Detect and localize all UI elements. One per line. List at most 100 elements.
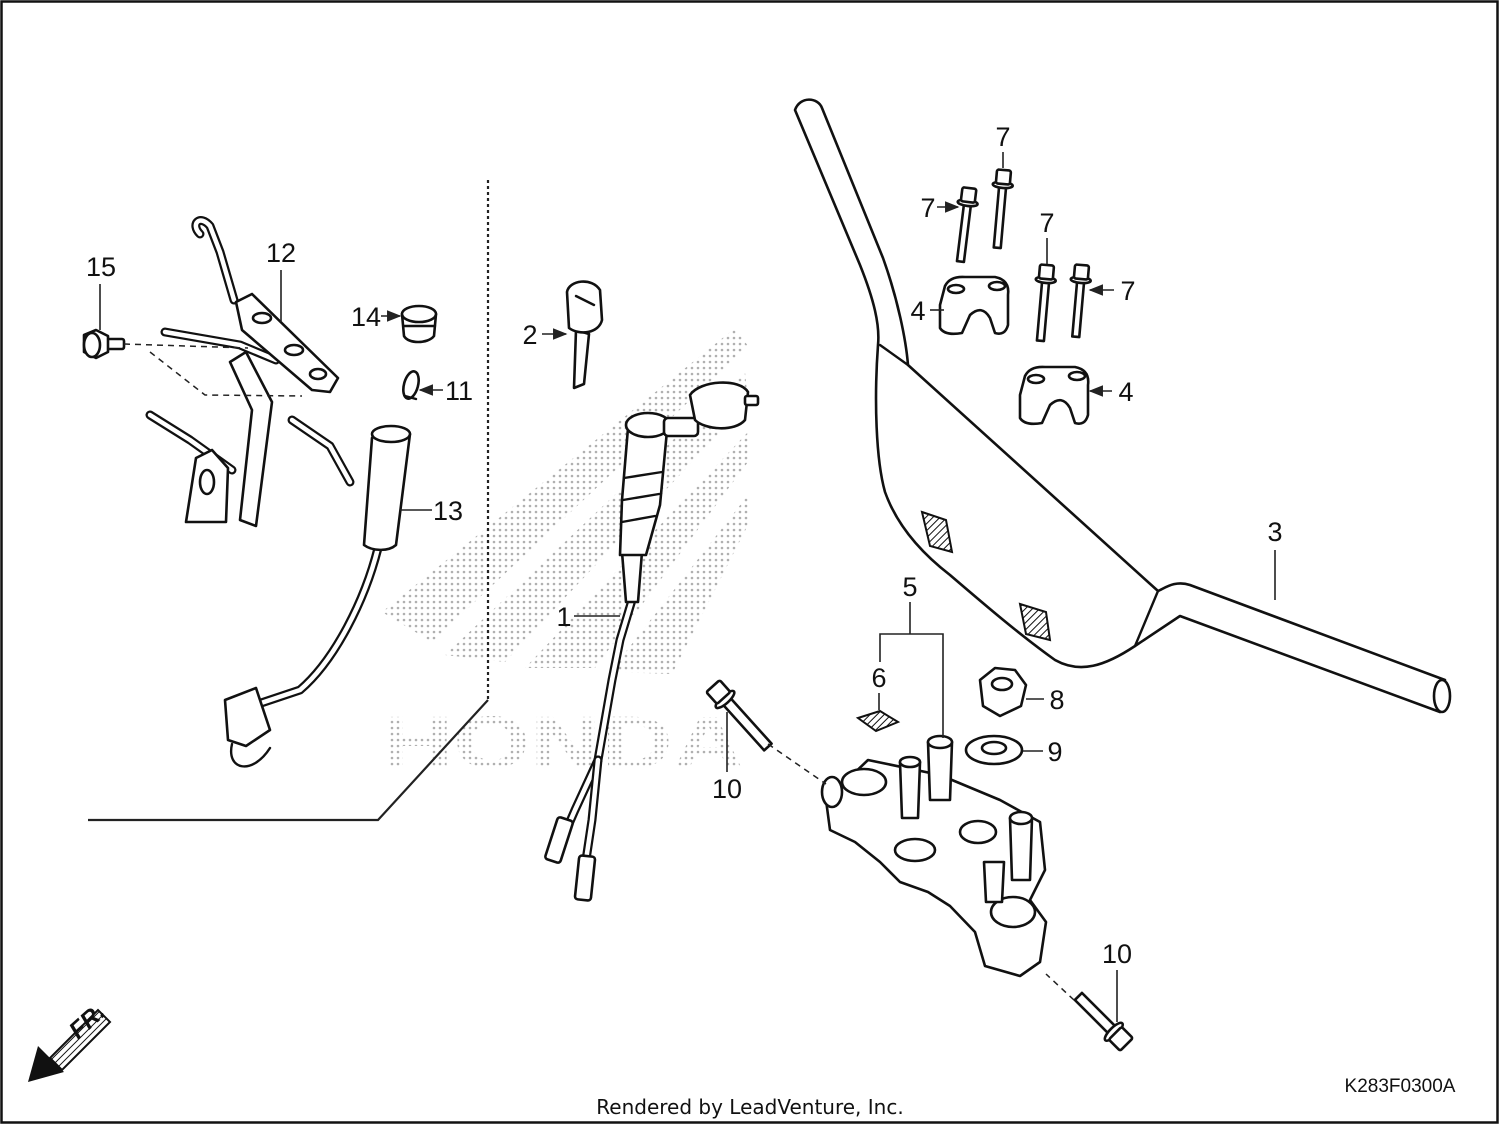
bridge-stem-hole — [958, 819, 998, 845]
callout-4-lower[interactable]: 4 — [1118, 377, 1133, 407]
assembly-line — [767, 743, 827, 785]
callout-6[interactable]: 6 — [871, 663, 886, 693]
bolt-10-head — [705, 679, 731, 705]
nut-part-8[interactable] — [978, 666, 1028, 718]
bolt-7-head — [1037, 263, 1056, 281]
socket-cable-inner — [249, 545, 381, 709]
bolt-7-shaft — [1070, 279, 1086, 339]
callout-labels: 15 12 14 11 13 2 1 10 10 3 4 4 7 7 7 7 5… — [86, 122, 1283, 969]
bracket-part-12[interactable] — [145, 216, 355, 528]
handlebar-knurl-band — [1018, 602, 1052, 642]
bulb-11-base — [403, 394, 418, 401]
washer-9-inner — [980, 740, 1008, 756]
bolt-part-10-right[interactable] — [1070, 988, 1135, 1053]
ignition-rib — [621, 492, 661, 502]
key-2-blade — [572, 328, 591, 390]
bolt-7-shaft — [1035, 279, 1051, 343]
cap-part-14[interactable] — [400, 304, 438, 344]
leader-lines — [99, 152, 1276, 1022]
bridge-riser — [982, 860, 1006, 904]
clamp-part-4-lower[interactable] — [1018, 365, 1090, 426]
bridge-fork-hole — [989, 895, 1037, 929]
bridge-riser — [1008, 816, 1034, 882]
ignition-switch-part-1[interactable] — [544, 381, 760, 902]
ignition-connector — [544, 816, 574, 864]
callout-15[interactable]: 15 — [86, 252, 116, 282]
callout-8[interactable]: 8 — [1049, 685, 1064, 715]
wing-feather — [382, 328, 748, 642]
bridge-riser-top — [926, 734, 954, 750]
front-direction-arrow: FR. — [28, 999, 112, 1082]
wing-feather — [610, 495, 748, 674]
socket-13-connector — [223, 686, 272, 748]
bolt-7-head — [959, 186, 978, 204]
arrow-head-icon — [28, 1046, 64, 1082]
handlebar-bend-line — [878, 343, 910, 367]
clamp-bolt-hole — [946, 283, 966, 295]
bulb-part-11[interactable] — [401, 370, 422, 401]
callout-11[interactable]: 11 — [445, 376, 473, 406]
key-part-2[interactable] — [565, 280, 604, 390]
bolt-part-10-left[interactable] — [704, 678, 777, 755]
bracket-lower-hole — [198, 468, 216, 496]
washer-part-9[interactable] — [964, 734, 1024, 766]
callout-2[interactable]: 2 — [522, 320, 537, 350]
assembly-line — [149, 351, 303, 397]
handlebar-part-3[interactable] — [793, 98, 1452, 714]
callout-3[interactable]: 3 — [1267, 517, 1282, 547]
callout-12[interactable]: 12 — [266, 238, 296, 268]
socket-cable-part-13[interactable] — [223, 424, 412, 768]
bulb-11-glass — [402, 370, 420, 400]
clamp-part-4-upper[interactable] — [938, 275, 1010, 336]
bracket-plate-hole — [283, 343, 305, 357]
bolt-part-7[interactable] — [1030, 263, 1058, 343]
clamp-bolt-hole — [1026, 373, 1046, 385]
socket-13-connector-tab — [229, 742, 272, 768]
key-2-bow — [565, 280, 604, 334]
bridge-riser-top — [1008, 810, 1034, 826]
bolt-part-7[interactable] — [951, 186, 980, 264]
bridge-stem-hole — [893, 837, 937, 863]
callout-1[interactable]: 1 — [556, 602, 571, 632]
assembly-line — [1045, 973, 1075, 1001]
drawing-code: K283F0300A — [1345, 1076, 1456, 1097]
handlebar-bend-line — [1133, 589, 1160, 648]
callout-10-right[interactable]: 10 — [1102, 939, 1132, 969]
bracket-right-rod-inner — [289, 417, 353, 485]
bolt-7-head — [994, 168, 1013, 186]
callout-13[interactable]: 13 — [433, 496, 463, 526]
bolt-part-7[interactable] — [1066, 263, 1093, 339]
callout-7-top[interactable]: 7 — [995, 122, 1010, 152]
bolt-part-15[interactable] — [82, 328, 126, 360]
bolt-7-head — [1072, 263, 1091, 281]
callout-9[interactable]: 9 — [1047, 737, 1062, 767]
pad-part-6[interactable] — [855, 709, 901, 733]
footer-credit: Rendered by LeadVenture, Inc. — [596, 1095, 903, 1119]
callout-7-left[interactable]: 7 — [920, 193, 935, 223]
callout-7-right[interactable]: 7 — [1120, 276, 1135, 306]
socket-cable — [247, 543, 383, 711]
bolt-10-head — [1108, 1026, 1134, 1052]
honda-watermark-text: HONDA — [382, 701, 744, 784]
leader-5-bracket — [879, 633, 944, 738]
bolt-15-washer — [82, 331, 102, 359]
callout-14[interactable]: 14 — [351, 302, 381, 332]
clamp-bolt-hole — [1067, 370, 1087, 382]
bolt-7-shaft — [955, 202, 973, 264]
bolt-part-7[interactable] — [987, 168, 1015, 250]
callout-4-upper[interactable]: 4 — [910, 296, 925, 326]
assembly-line — [123, 343, 249, 349]
clamp-bolt-hole — [987, 280, 1007, 292]
ignition-cover — [688, 381, 750, 430]
ignition-connector — [573, 854, 597, 902]
key-2-bow-detail — [574, 294, 596, 307]
separator-solid-line — [88, 699, 489, 822]
wing-feather — [445, 372, 748, 662]
callout-5[interactable]: 5 — [902, 572, 917, 602]
cap-14-top — [400, 304, 438, 324]
nut-8-body — [978, 666, 1028, 718]
callout-7-middle[interactable]: 7 — [1039, 208, 1054, 238]
top-bridge-part-5[interactable] — [820, 734, 1048, 978]
callout-10-left[interactable]: 10 — [712, 774, 742, 804]
